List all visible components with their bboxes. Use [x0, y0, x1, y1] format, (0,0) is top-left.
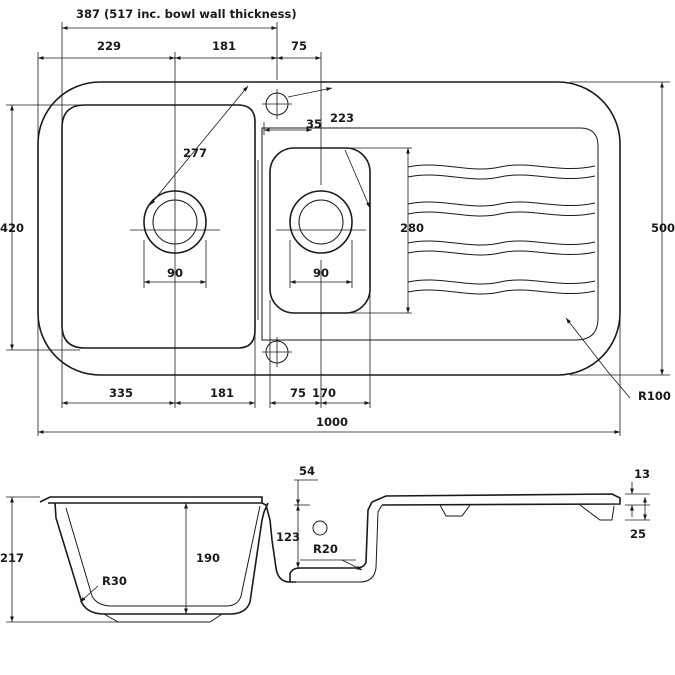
dim-217: 217	[0, 551, 24, 565]
dim-90-right: 90	[313, 266, 329, 280]
dim-170: 170	[312, 386, 336, 400]
small-bowl-waste-icon	[289, 190, 353, 254]
dim-75-top: 75	[291, 39, 307, 53]
dim-bowl-width-wall: 387 (517 inc. bowl wall thickness)	[76, 7, 297, 21]
large-bowl-outline	[61, 104, 256, 349]
dim-335: 335	[109, 386, 133, 400]
dim-123: 123	[276, 530, 300, 544]
section-large-bowl	[54, 502, 269, 615]
section-small-bowl	[289, 501, 373, 582]
dim-90-left: 90	[167, 266, 183, 280]
dim-181-bottom: 181	[210, 386, 234, 400]
section-drainer	[371, 493, 621, 506]
dim-54: 54	[299, 464, 315, 478]
drainer-area	[261, 127, 599, 341]
section-drainer-end	[579, 504, 615, 521]
dim-420: 420	[0, 221, 24, 235]
section-large-bowl-bottom	[103, 613, 223, 623]
sink-outline	[37, 81, 621, 376]
section-large-bowl-inner	[65, 505, 261, 607]
dim-229: 229	[97, 39, 121, 53]
overflow-icon	[262, 337, 292, 367]
dim-280: 280	[400, 221, 424, 235]
section-small-bowl-outer	[296, 504, 383, 583]
dim-190: 190	[196, 551, 220, 565]
top-view: 387 (517 inc. bowl wall thickness) 229 1…	[0, 7, 675, 436]
dim-r30: R30	[102, 574, 127, 588]
dim-75-bottom: 75	[290, 386, 306, 400]
dim-500: 500	[651, 221, 675, 235]
dim-223: 223	[330, 111, 354, 125]
dimension-lines	[10, 26, 664, 434]
dim-181-top: 181	[212, 39, 236, 53]
section-overflow-icon	[312, 520, 328, 536]
section-dimension-lines	[10, 480, 647, 622]
section-view: 54 13 217 190 123 R20 25 R30	[0, 464, 650, 623]
dim-25: 25	[630, 527, 646, 541]
tap-hole-icon	[262, 89, 292, 119]
dim-r100: R100	[638, 389, 671, 403]
section-drainer-lip	[439, 504, 471, 517]
dim-r20: R20	[313, 542, 338, 556]
section-divider	[261, 502, 296, 583]
dim-13: 13	[634, 467, 650, 481]
dim-35: 35	[306, 117, 322, 131]
extension-lines	[6, 22, 670, 436]
drainer-grooves	[407, 164, 596, 295]
dim-1000: 1000	[316, 415, 348, 429]
dim-277: 277	[183, 146, 207, 160]
section-rim-left	[39, 496, 263, 504]
